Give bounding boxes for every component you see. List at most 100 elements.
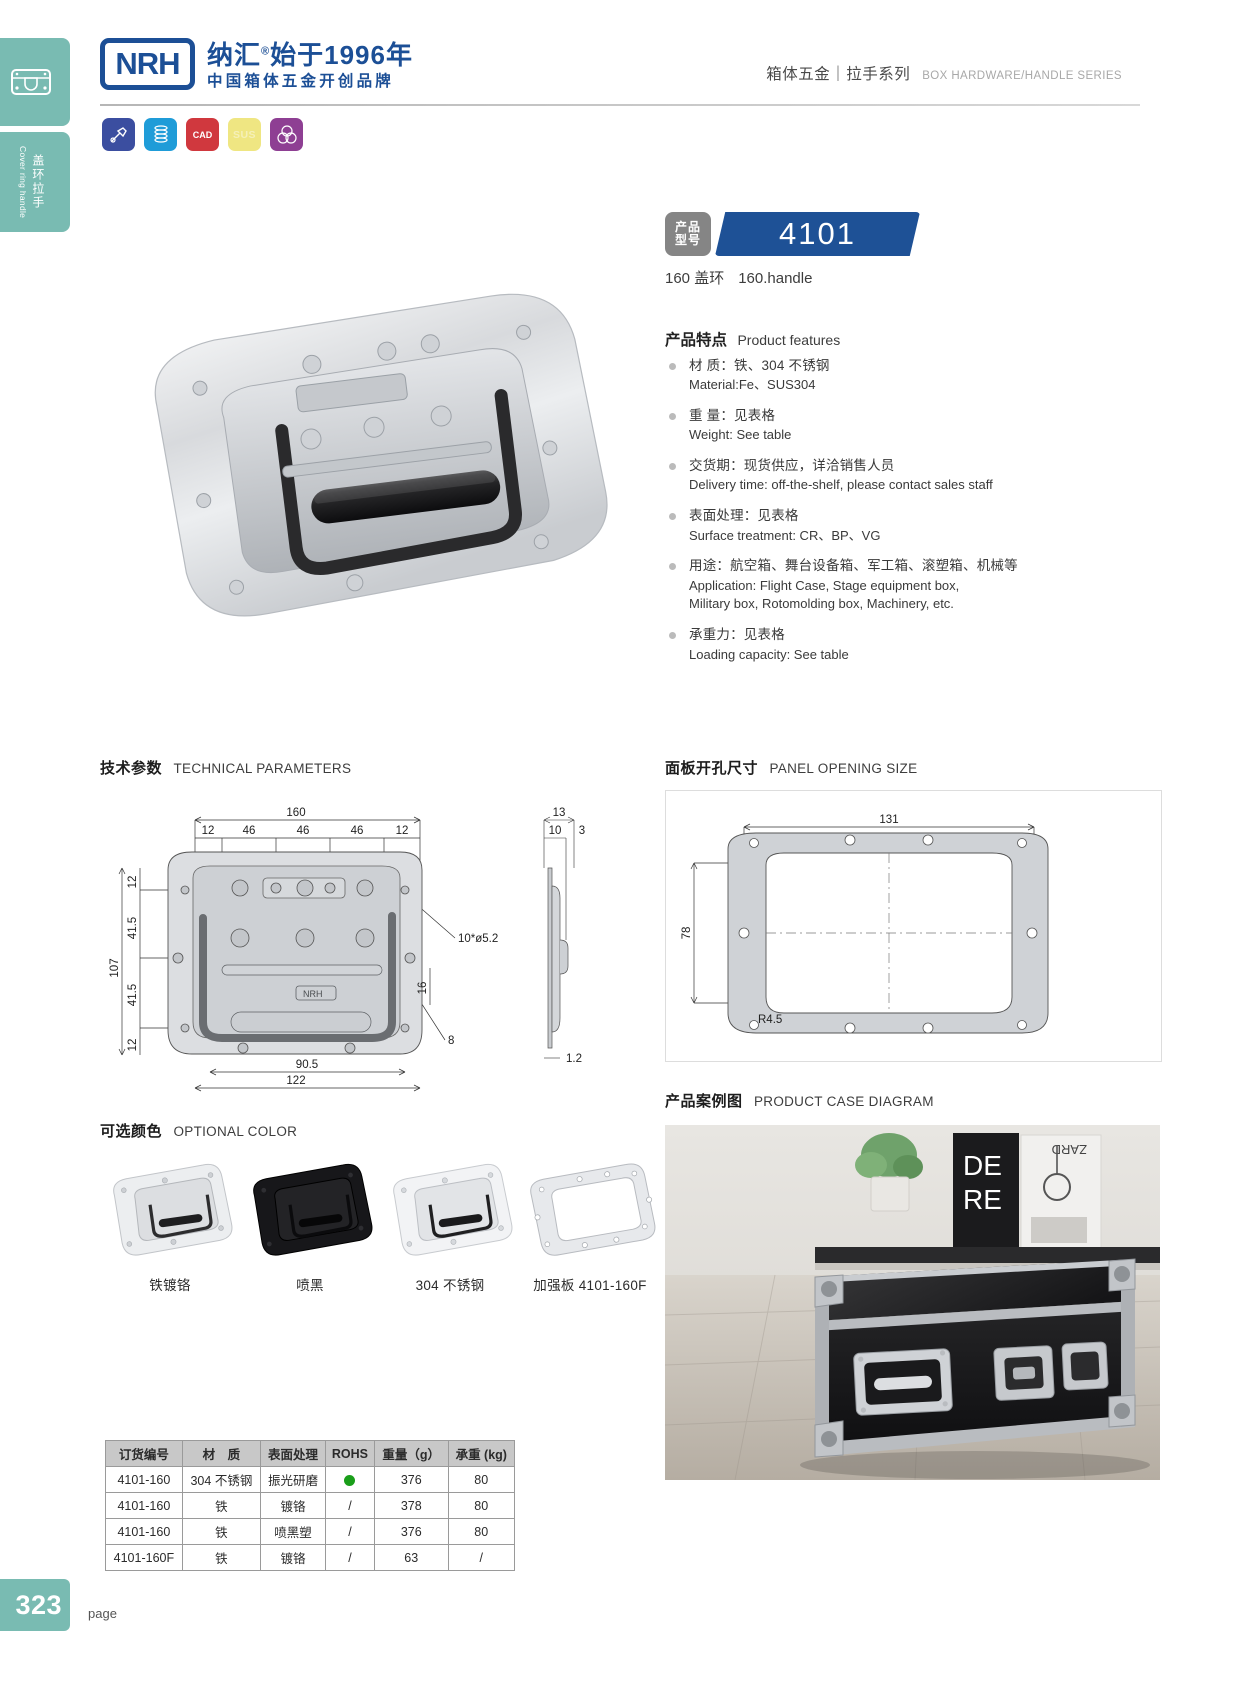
panel-dim-radius: R4.5: [758, 1014, 782, 1026]
dim-top-seg-3: 46: [297, 825, 310, 837]
cell-material: 铁: [181, 1544, 262, 1571]
dim-callout-8: 8: [448, 1035, 454, 1047]
sidebar-category-icon-tab[interactable]: [0, 38, 70, 126]
feature-cn: 表面处理：见表格: [689, 508, 799, 524]
product-case-photo: DE RE ZARD: [665, 1125, 1160, 1480]
table-header-row: 订货编号 材 质 表面处理 ROHS 重量（g） 承重 (kg): [105, 1440, 516, 1467]
svg-text:RE: RE: [963, 1184, 1002, 1215]
dim-side-b: 3: [579, 825, 585, 837]
dim-left-seg-2: 41.5: [127, 917, 139, 939]
panel-opening-drawing: 131 78 R4.5: [665, 790, 1162, 1062]
model-sub-en: 160.handle: [738, 270, 813, 287]
feature-cn: 承重力：见表格: [689, 627, 785, 643]
svg-text:ZARD: ZARD: [1052, 1142, 1087, 1157]
header-divider: [100, 104, 1140, 106]
brand-slogan-line2: 中国箱体五金开创品牌: [207, 72, 395, 90]
feature-en: Weight: See table: [689, 427, 792, 443]
feature-item: 材 质：铁、304 不锈钢 Material:Fe、SUS304: [665, 356, 1085, 395]
dim-left-seg-3: 41.5: [127, 984, 139, 1006]
model-tag-line2: 型号: [674, 233, 701, 247]
optional-color-list: 铁镀铬 喷黑: [100, 1160, 660, 1294]
cell-order-code: 4101-160: [105, 1492, 183, 1519]
dim-depth-16: 16: [417, 982, 429, 995]
section-case-en: PRODUCT CASE DIAGRAM: [753, 1094, 934, 1109]
cell-weight: 376: [373, 1518, 449, 1545]
color-label: 铁镀铬: [149, 1278, 191, 1293]
bullet-icon: [669, 413, 676, 421]
feature-en: Loading capacity: See table: [689, 646, 849, 662]
sidebar-tab-en: Cover ring handle: [18, 145, 29, 219]
dim-bottom-inner: 90.5: [296, 1059, 318, 1071]
cell-load: /: [447, 1544, 516, 1571]
feature-en: Material:Fe、SUS304: [689, 377, 816, 393]
feature-en: Application: Flight Case, Stage equipmen…: [689, 577, 960, 612]
cell-order-code: 4101-160: [105, 1518, 183, 1545]
feature-en: Surface treatment: CR、BP、VG: [689, 527, 881, 543]
color-label: 304 不锈钢: [415, 1278, 485, 1293]
table-row: 4101-160 铁 镀铬 / 378 80: [105, 1492, 516, 1519]
sidebar-category-label-tab[interactable]: Cover ring handle 盖环拉手: [0, 132, 70, 232]
nrh-logo-text: NRH: [115, 46, 180, 81]
specification-table: 订货编号 材 质 表面处理 ROHS 重量（g） 承重 (kg) 4101-16…: [105, 1440, 516, 1571]
sus-label: SUS: [232, 128, 257, 141]
cad-file-icon[interactable]: CAD: [186, 118, 219, 151]
feature-item: 用途：航空箱、舞台设备箱、军工箱、滚塑箱、机械等 Application: Fl…: [665, 556, 1085, 614]
feature-cn: 重 量：见表格: [689, 408, 776, 424]
feature-cn: 材 质：铁、304 不锈钢: [689, 358, 830, 373]
svg-text:DE: DE: [963, 1150, 1002, 1181]
section-panel-en: PANEL OPENING SIZE: [769, 761, 918, 776]
section-technical-parameters: 技术参数 TECHNICAL PARAMETERS: [100, 757, 351, 778]
cell-material: 铁: [181, 1492, 262, 1519]
feature-badges: CAD SUS: [102, 118, 303, 151]
dim-left-total: 107: [109, 958, 121, 977]
page-number: 323: [15, 1589, 62, 1620]
dim-top-seg-2: 46: [243, 825, 256, 837]
section-case-cn: 产品案例图: [665, 1093, 743, 1110]
section-color-cn: 可选颜色: [100, 1123, 163, 1140]
dim-hole-callout: 10*ø5.2: [458, 933, 498, 945]
feature-cn: 用途：航空箱、舞台设备箱、军工箱、滚塑箱、机械等: [689, 558, 1018, 574]
color-swatch-black: [240, 1160, 380, 1260]
cell-rohs: /: [324, 1492, 375, 1519]
model-number-panel: 4101: [715, 212, 920, 256]
cell-rohs: /: [324, 1518, 375, 1545]
dim-side-thickness: 1.2: [566, 1053, 582, 1065]
color-option[interactable]: 喷黑: [240, 1160, 380, 1294]
section-product-case: 产品案例图 PRODUCT CASE DIAGRAM: [665, 1090, 934, 1111]
tools-icon[interactable]: [102, 118, 135, 151]
model-tag-label: 产品 型号: [665, 212, 711, 256]
svg-text:NRH: NRH: [303, 989, 323, 999]
sus-material-icon[interactable]: SUS: [228, 118, 261, 151]
bullet-icon: [669, 513, 676, 521]
cell-material: 铁: [181, 1518, 262, 1545]
dim-bottom-outer: 122: [286, 1075, 305, 1087]
col-weight: 重量（g）: [373, 1440, 449, 1467]
cell-order-code: 4101-160F: [105, 1544, 183, 1571]
dim-top-seg-1: 12: [202, 825, 215, 837]
color-label: 加强板 4101-160F: [533, 1278, 647, 1293]
section-optional-color: 可选颜色 OPTIONAL COLOR: [100, 1120, 297, 1141]
color-label: 喷黑: [296, 1278, 324, 1293]
color-swatch-reinforce-plate: [520, 1160, 660, 1260]
color-option[interactable]: 铁镀铬: [100, 1160, 240, 1294]
cell-surface: 振光研磨: [260, 1466, 326, 1493]
sidebar: Cover ring handle 盖环拉手: [0, 0, 80, 1683]
cell-surface: 喷黑塑: [260, 1518, 326, 1545]
col-order-code: 订货编号: [105, 1440, 183, 1467]
table-row: 4101-160 铁 喷黑塑 / 376 80: [105, 1518, 516, 1545]
section-tech-cn: 技术参数: [100, 760, 163, 777]
section-panel-cn: 面板开孔尺寸: [665, 760, 759, 777]
feature-en: Delivery time: off-the-shelf, please con…: [689, 477, 993, 493]
category-breadcrumb: 箱体五金｜拉手系列 BOX HARDWARE/HANDLE SERIES: [766, 62, 1122, 84]
color-option[interactable]: 加强板 4101-160F: [520, 1160, 660, 1294]
color-option[interactable]: 304 不锈钢: [380, 1160, 520, 1294]
rohs-circles-icon[interactable]: [270, 118, 303, 151]
page-number-badge: 323: [0, 1579, 70, 1631]
handle-plate-icon: [11, 69, 51, 95]
bullet-icon: [669, 563, 676, 571]
table-row: 4101-160F 铁 镀铬 / 63 /: [105, 1544, 516, 1571]
col-surface: 表面处理: [260, 1440, 326, 1467]
col-material: 材 质: [181, 1440, 262, 1467]
spring-icon[interactable]: [144, 118, 177, 151]
features-heading-en: Product features: [737, 332, 841, 348]
